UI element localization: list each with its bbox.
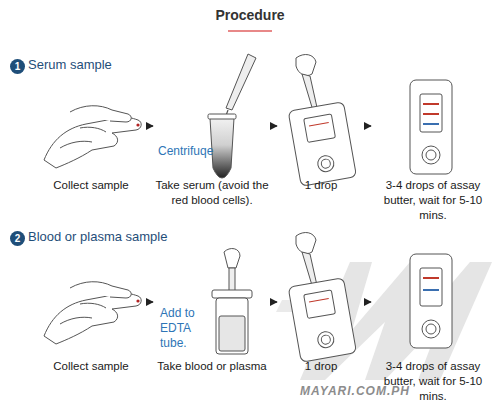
dropper-cassette-part-part — [309, 123, 329, 126]
result-cassette-part — [423, 277, 439, 279]
pipette-tube-part — [210, 118, 234, 178]
edta-tube-part — [229, 268, 235, 292]
dropper-cassette-part — [296, 233, 316, 254]
title-underline — [228, 30, 272, 32]
edta-tube — [212, 249, 252, 354]
step-caption: Take blood or plasma — [154, 359, 270, 374]
hand-sketch-part — [136, 123, 139, 126]
hand-sketch-part — [60, 141, 92, 148]
hand-sketch-part — [70, 106, 131, 122]
result-cassette-part — [410, 254, 452, 348]
dropper-cassette — [288, 55, 356, 187]
pipette-tube — [208, 54, 256, 178]
hand-sketch-part — [136, 299, 139, 302]
procedure-step: 3-4 drops of assay butter, wait for 5-10… — [372, 80, 494, 223]
step-arrow — [365, 301, 371, 302]
step-arrow — [147, 125, 153, 126]
pipette-tube-part — [226, 54, 256, 110]
result-cassette-part — [426, 324, 436, 334]
result-cassette — [410, 80, 452, 174]
result-cassette-part — [423, 103, 439, 105]
hand-sketch-part — [44, 293, 141, 344]
page-title: Procedure — [0, 7, 500, 23]
dropper-cassette-part-part — [317, 330, 336, 349]
result-cassette-part — [423, 113, 439, 115]
step-arrow — [147, 301, 153, 302]
step-caption: Collect sample — [36, 178, 146, 193]
hand-sketch-part — [60, 317, 92, 324]
dropper-cassette-part-part — [317, 154, 336, 173]
step-caption: 1 drop — [278, 178, 364, 193]
hand-sketch — [44, 282, 141, 344]
process-note: Centrifuqe — [158, 144, 213, 158]
procedure-step: 1 drop — [278, 80, 364, 193]
dropper-cassette — [288, 233, 356, 363]
result-cassette-part — [423, 123, 439, 125]
edta-tube-part — [212, 290, 252, 298]
step-arrow — [271, 301, 277, 302]
procedure-step: Collect sample — [36, 255, 146, 374]
hand-sketch-part — [70, 282, 131, 298]
dropper-cassette-part-part — [321, 158, 331, 168]
result-cassette-part — [422, 320, 440, 338]
step-arrow — [365, 125, 371, 126]
result-cassette — [410, 254, 452, 348]
step-arrow — [271, 125, 277, 126]
result-cassette-part — [420, 268, 442, 306]
result-cassette-part — [410, 80, 452, 174]
step-number: 2 — [10, 231, 25, 246]
dropper-cassette-part-part — [288, 102, 356, 187]
process-note: Add to EDTA tube. — [160, 306, 216, 351]
procedure-step: 1 drop — [278, 255, 364, 374]
dropper-cassette-part-part — [321, 334, 331, 344]
procedure-step: Take serum (avoid the red blood cells). — [154, 80, 270, 208]
edta-tube-part — [219, 316, 245, 351]
hand-sketch-part — [80, 127, 106, 132]
dropper-cassette-part-part — [309, 299, 329, 302]
dropper-cassette-part — [288, 102, 356, 187]
hand-sketch-part — [44, 117, 141, 168]
edta-tube-part — [224, 249, 240, 268]
dropper-cassette-part — [296, 55, 316, 76]
pipette-tube-part — [208, 114, 236, 119]
hand-sketch — [44, 106, 141, 168]
procedure-step: 3-4 drops of assay butter, wait for 5-10… — [372, 255, 494, 404]
step-caption: 3-4 drops of assay butter, wait for 5-10… — [372, 178, 494, 223]
result-cassette-part — [426, 150, 436, 160]
edta-tube-part — [216, 298, 248, 354]
step-caption: Collect sample — [36, 359, 146, 374]
watermark: MAYARI.COM.PH — [300, 384, 410, 398]
result-cassette-part — [423, 289, 439, 291]
procedure-step: Collect sample — [36, 80, 146, 193]
step-caption: 1 drop — [278, 359, 364, 374]
dropper-cassette-part-part — [304, 114, 336, 142]
dropper-cassette-part-part — [288, 278, 356, 363]
result-cassette-part — [420, 94, 442, 132]
dropper-cassette-part — [288, 278, 356, 363]
hand-sketch-part — [80, 303, 106, 308]
section-heading: Blood or plasma sample — [28, 229, 167, 244]
step-number: 1 — [10, 59, 25, 74]
dropper-cassette-part-part — [304, 290, 336, 318]
section-heading: Serum sample — [28, 57, 112, 72]
result-cassette-part — [422, 146, 440, 164]
step-caption: Take serum (avoid the red blood cells). — [154, 178, 270, 208]
